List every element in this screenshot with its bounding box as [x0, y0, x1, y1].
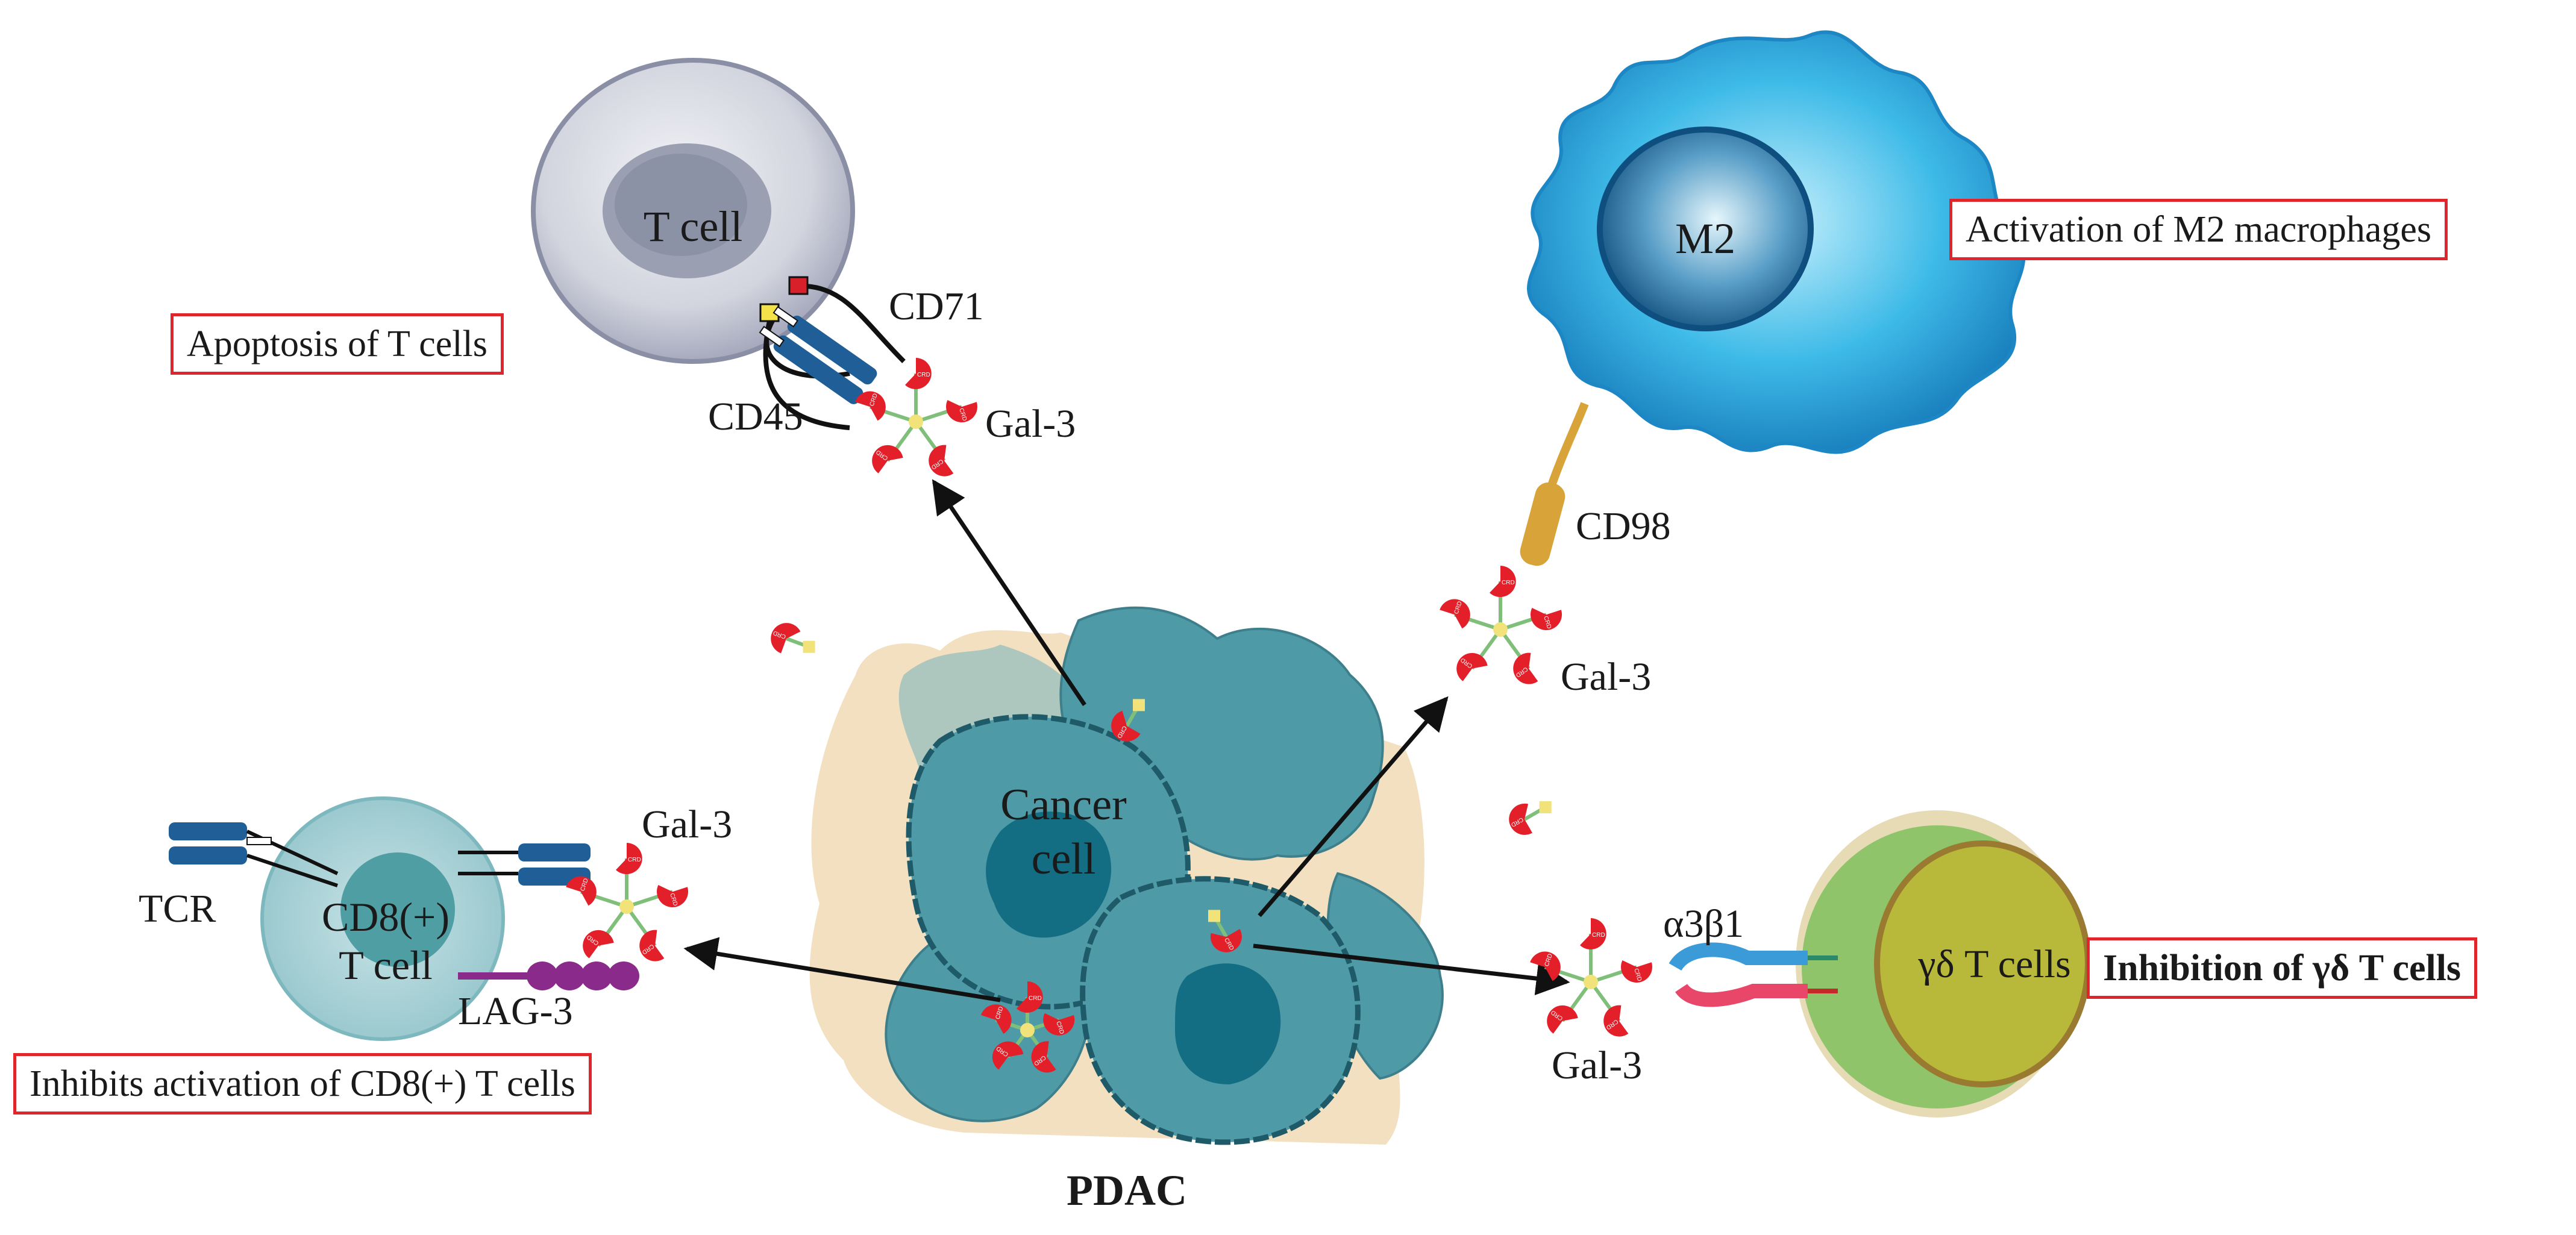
crd-label: CRD	[1029, 995, 1042, 1002]
lag3-label: LAG-3	[458, 989, 573, 1033]
svg-labels: T cell M2 Cancer cell CD8(+) T cell γδ T…	[139, 202, 2071, 1215]
cancer-cell-cluster	[809, 606, 1444, 1145]
gal3-free-monomer: CRD	[1111, 710, 1141, 742]
cd71-receptor	[759, 276, 906, 404]
arrow-to-gd	[1253, 943, 1570, 996]
gal3-gd-label: Gal-3	[1552, 1043, 1642, 1087]
gd-t-cell	[1796, 810, 2091, 1118]
gal3-monomer: CRD	[583, 930, 614, 958]
gal3-top-label: Gal-3	[985, 402, 1076, 446]
gal3-monomer: CRD	[929, 445, 954, 477]
arrow-to-m2	[1258, 696, 1449, 918]
crd-label: CRD	[1502, 580, 1515, 586]
gal3-m2-label: Gal-3	[1561, 655, 1651, 699]
gal3-monomer: CRD	[1547, 1005, 1578, 1034]
cd8-receptor	[458, 843, 591, 886]
cd98-receptor	[1520, 402, 1589, 566]
lag3-receptor	[458, 961, 639, 990]
a3b1-label: α3β1	[1663, 902, 1744, 946]
m2-macrophage	[1527, 30, 2026, 454]
gal3-tail-tip	[1133, 699, 1145, 711]
cd71-label: CD71	[889, 284, 984, 328]
gal3-monomer: CRD	[905, 358, 932, 389]
gal3-monomer: CRD	[946, 400, 978, 422]
cd98-label: CD98	[1576, 504, 1671, 548]
gal3-core	[619, 899, 634, 914]
gal3-monomer: CRD	[1017, 981, 1043, 1013]
gal3-free-monomer: CRD	[1509, 803, 1532, 835]
gal3-monomer: CRD	[1440, 599, 1470, 629]
crd-label: CRD	[917, 372, 930, 378]
gal3-monomer: CRD	[980, 1004, 1012, 1034]
m2-activation-box: Activation of M2 macrophages	[1949, 199, 2448, 261]
gal3-monomer: CRD	[639, 930, 665, 961]
gal3-monomer: CRD	[616, 843, 642, 874]
gal3-cluster-m2: CRD CRD CRD CRD CRD	[1440, 566, 1562, 684]
gal3-monomer: CRD	[1580, 918, 1606, 949]
gal3-monomer: CRD	[566, 876, 597, 906]
cancer-cell-label-line2: cell	[1032, 834, 1096, 884]
gal3-monomer: CRD	[1603, 1005, 1629, 1037]
gal3-tail-tip	[1208, 910, 1220, 922]
apoptosis-box: Apoptosis of T cells	[171, 313, 504, 375]
arrows	[683, 479, 1570, 1002]
t-cell	[531, 58, 855, 364]
gal3-cluster-cd8: CRD CRD CRD CRD CRD	[566, 843, 689, 961]
gal3-free-monomer: CRD	[771, 623, 801, 654]
gal3-monomer: CRD	[992, 1041, 1024, 1070]
gal3-cluster-top: CRD CRD CRD CRD CRD	[855, 358, 978, 477]
gal3-monomer: CRD	[1456, 652, 1488, 681]
m2-label: M2	[1675, 214, 1735, 263]
gal3-monomer: CRD	[1621, 960, 1653, 983]
cd8-label-line1: CD8(+)	[322, 894, 450, 940]
gal3-monomer: CRD	[1530, 951, 1561, 981]
gal3-monomer: CRD	[1490, 566, 1516, 597]
tcr-label: TCR	[139, 887, 216, 931]
crd-label: CRD	[628, 857, 641, 863]
galectin-3-layer: CRDCRDCRDCRDCRDCRDCRDCRDCRDCRDCRDCRDCRDC…	[566, 358, 1653, 1073]
gal3-cluster-cancer: CRD CRD CRD CRD CRD	[980, 981, 1075, 1073]
a3b1-integrin	[1669, 942, 1838, 1007]
gal3-monomer: CRD	[1531, 608, 1562, 630]
cd8-t-cell	[260, 796, 505, 1041]
pdac-title: PDAC	[1067, 1166, 1187, 1215]
crd-label: CRD	[1592, 932, 1605, 939]
tcr-receptor	[169, 822, 339, 887]
gal3-monomer: CRD	[657, 885, 689, 907]
gal3-monomer: CRD	[1031, 1041, 1056, 1073]
gal3-monomer: CRD	[872, 445, 903, 474]
gal3-monomer: CRD	[1513, 652, 1538, 684]
cd8-inhibit-box: Inhibits activation of CD8(+) T cells	[13, 1053, 592, 1115]
gal3-free-monomer: CRD	[1210, 929, 1242, 952]
gal3-cluster-gd: CRD CRD CRD CRD CRD	[1530, 918, 1653, 1037]
gal3-core	[1493, 622, 1508, 637]
gal3-tail-tip	[803, 640, 815, 653]
cd45-receptor	[759, 303, 850, 430]
cancer-cell-label-line1: Cancer	[1000, 780, 1127, 830]
gd-label: γδ T cells	[1917, 942, 2070, 986]
gal3-tail-tip	[1539, 801, 1552, 813]
cd45-label: CD45	[708, 395, 803, 439]
arrow-to-cd8	[683, 937, 1001, 1002]
gal3-monomer: CRD	[855, 391, 886, 421]
gal3-core	[1584, 975, 1598, 989]
gal3-left-label: Gal-3	[642, 802, 732, 846]
gal3-core	[909, 414, 923, 429]
gal3-monomer: CRD	[1043, 1013, 1075, 1036]
arrow-to-t-cell	[932, 479, 1086, 706]
gal3-core	[1020, 1023, 1035, 1037]
t-cell-label: T cell	[644, 202, 743, 251]
gd-inhibit-box: Inhibition of γδ T cells	[2087, 937, 2478, 999]
cd8-label-line2: T cell	[339, 942, 432, 988]
